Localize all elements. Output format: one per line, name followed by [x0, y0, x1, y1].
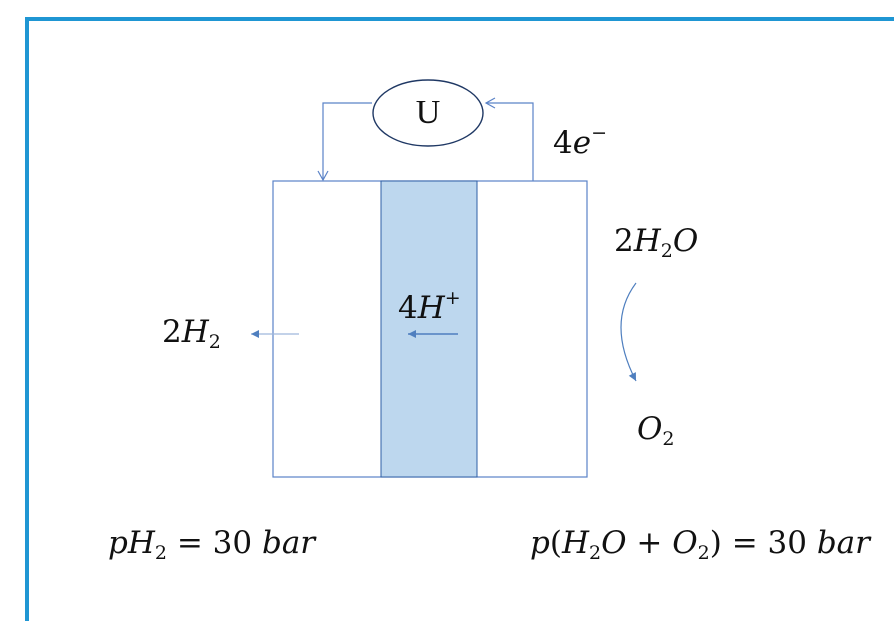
water-subscript: 2: [660, 240, 673, 262]
oxygen-subscript: 2: [662, 428, 675, 450]
oxygen-symbol: O: [637, 411, 663, 447]
electron-charge: −: [591, 122, 608, 144]
anode-pressure-o2: O: [672, 525, 698, 561]
hydrogen-subscript: 2: [208, 331, 221, 353]
water-label: 2H2O: [614, 226, 698, 261]
anode-pressure-unit: bar: [816, 525, 870, 561]
anode-pressure-value: = 30: [721, 525, 817, 561]
cathode-pressure-subscript: 2: [154, 542, 167, 564]
anode-pressure-plus: +: [626, 525, 673, 561]
voltage-source: [372, 79, 484, 147]
anode-pressure-o: O: [601, 525, 627, 561]
anode-pressure-open: (: [549, 525, 562, 561]
anode-pressure-close: ): [709, 525, 722, 561]
electron-label: 4e−: [553, 124, 607, 159]
water-coef: 2: [614, 223, 634, 259]
cathode-pressure-unit: bar: [261, 525, 316, 561]
proton-charge: +: [444, 287, 461, 309]
water-o: O: [672, 223, 699, 259]
cathode-pressure-label: pH2 = 30 bar: [108, 528, 315, 563]
cathode-pressure-value: = 30: [167, 525, 262, 561]
cathode-pressure-p: p: [108, 525, 128, 561]
anode-pressure-h: H: [561, 525, 590, 561]
anode-pressure-subscript-1: 2: [589, 542, 602, 564]
wire-right: [484, 97, 534, 181]
electron-coef: 4: [553, 125, 573, 161]
hydrogen-symbol: H: [181, 314, 209, 350]
anode-pressure-label: p(H2O + O2) = 30 bar: [530, 528, 870, 563]
electron-symbol: e: [572, 125, 592, 161]
water-h: H: [633, 223, 661, 259]
voltage-source-label: U: [415, 94, 441, 131]
proton-label: 4H+: [398, 289, 461, 324]
cathode-pressure-h: H: [127, 525, 155, 561]
membrane: [380, 180, 478, 478]
proton-symbol: H: [417, 290, 445, 326]
anode-pressure-p: p: [530, 525, 550, 561]
anode-pressure-subscript-2: 2: [697, 542, 710, 564]
hydrogen-label: 2H2: [162, 317, 221, 352]
hydrogen-coef: 2: [162, 314, 182, 350]
proton-coef: 4: [398, 290, 418, 326]
water-to-oxygen-arrow: [620, 282, 637, 382]
oxygen-label: O2: [637, 414, 675, 449]
wire-left: [317, 102, 372, 182]
